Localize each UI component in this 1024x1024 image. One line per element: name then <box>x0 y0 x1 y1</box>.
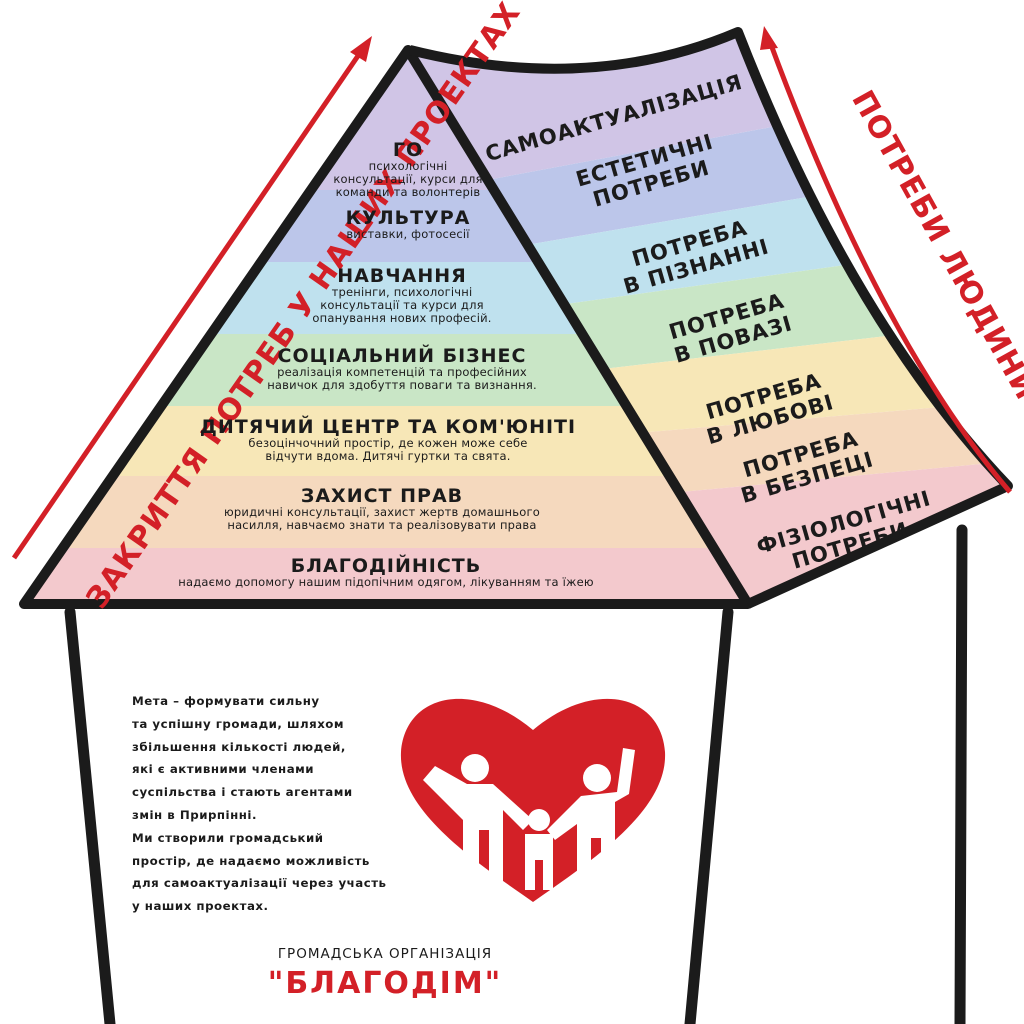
mission-line: змін в Прирпінні. <box>132 807 257 822</box>
level-description: команди та волонтерів <box>335 185 481 199</box>
level-title: НАВЧАННЯ <box>337 265 467 287</box>
level-description: навичок для здобуття поваги та визнання. <box>267 378 537 392</box>
level-title: ЗАХИСТ ПРАВ <box>300 485 464 507</box>
roof-outline <box>408 27 1013 609</box>
level-description: опанування нових професій. <box>312 311 492 325</box>
left-arrow <box>11 36 372 560</box>
level-description: консультації та курси для <box>320 298 484 312</box>
heart-family-icon <box>400 698 666 902</box>
mission-line: для самоактуалізації через участь <box>132 876 387 891</box>
level-description: реалізація компетенцій та професійних <box>277 365 527 379</box>
mission-line: збільшення кількості людей, <box>132 739 346 754</box>
mission-line: Мета – формувати сильну <box>132 694 320 708</box>
org-name: "БЛАГОДІМ" <box>267 966 503 1001</box>
mission-line: простір, де надаємо можливість <box>132 853 370 868</box>
level-description: насилля, навчаємо знати та реалізовувати… <box>227 518 537 532</box>
right-arrow <box>760 26 1012 494</box>
mission-text: Мета – формувати сильну та успішну громад… <box>132 690 422 918</box>
level-description: консультації, курси для <box>333 172 483 186</box>
level-title: ГО <box>392 139 424 161</box>
house-walls <box>64 524 968 1024</box>
level-title: КУЛЬТУРА <box>345 207 471 229</box>
level-description: відчути вдома. Дитячі гуртки та свята. <box>265 449 511 463</box>
level-description: виставки, фотосесії <box>346 227 470 241</box>
level-description: надаємо допомогу нашим підопічним одягом… <box>178 575 594 589</box>
mission-line: Ми створили громадський <box>132 830 324 845</box>
pyramid-band <box>24 548 748 604</box>
mission-line: у наших проектах. <box>132 899 269 914</box>
level-title: БЛАГОДІЙНІСТЬ <box>290 555 482 577</box>
needs-band <box>410 32 1008 200</box>
mission-line: які є активними членами <box>132 762 315 777</box>
org-subtitle: ГРОМАДСЬКА ОРГАНІЗАЦІЯ <box>277 946 493 962</box>
level-description: безоцінчочний простір, де кожен може себ… <box>248 436 528 450</box>
level-description: юридичні консультації, захист жертв дома… <box>224 505 540 519</box>
level-description: психологічні <box>368 159 448 173</box>
mission-line: суспільства і стають агентами <box>132 785 353 800</box>
level-title: СОЦІАЛЬНИЙ БІЗНЕС <box>277 345 527 367</box>
pyramid-band <box>24 476 748 549</box>
level-description: тренінги, психологічні <box>331 285 473 299</box>
mission-line: та успішну громади, шляхом <box>132 716 345 731</box>
level-title: ДИТЯЧИЙ ЦЕНТР ТА КОМ'ЮНІТІ <box>199 416 577 438</box>
pyramid-outline <box>19 45 753 609</box>
